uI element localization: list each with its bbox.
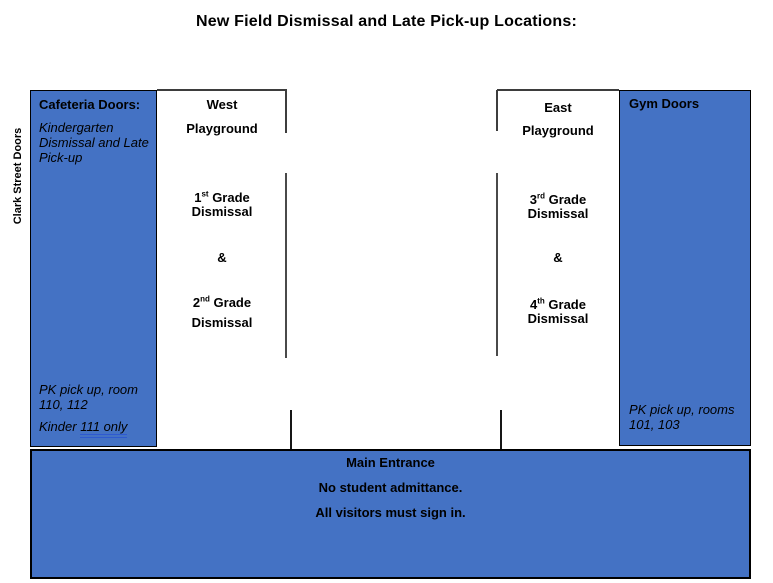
first-grade-label: 1st Grade	[194, 189, 250, 205]
first-grade-dismissal-label: Dismissal	[191, 204, 253, 219]
gym-pk-pickup-note: PK pick up, rooms 101, 103	[629, 402, 745, 432]
pk-pickup-note: PK pick up, room 110, 112	[39, 382, 151, 412]
second-grade-dismissal-label: Dismissal	[191, 315, 253, 330]
west-playground-wall-connector	[290, 410, 292, 449]
cafeteria-doors-heading: Cafeteria Doors:	[39, 97, 141, 112]
west-playground-name-line1: West	[206, 97, 238, 112]
ordinal-suffix: th	[537, 296, 545, 306]
kinder-room-note-prefix: Kinder	[39, 419, 81, 434]
clark-street-doors-label: Clark Street Doors	[12, 127, 24, 225]
west-ampersand: &	[217, 250, 227, 265]
ordinal-suffix: rd	[537, 191, 546, 201]
kinder-room-note: Kinder 111 only	[39, 419, 127, 434]
east-playground-name-line2: Playground	[522, 123, 594, 138]
page-title: New Field Dismissal and Late Pick-up Loc…	[195, 13, 578, 30]
kindergarten-note: Kindergarten Dismissal and Late Pick-up	[39, 120, 151, 165]
east-playground-wall-left-lower	[496, 173, 498, 356]
ordinal-suffix: nd	[200, 294, 210, 304]
fourth-grade-label: 4th Grade	[530, 296, 586, 312]
gym-pk-pickup-note-line: PK pick up, rooms	[629, 402, 735, 417]
west-playground-wall-right-lower	[285, 173, 287, 358]
visitors-sign-in-note: All visitors must sign in.	[315, 505, 466, 520]
kinder-room-note-underlined: 111 only	[80, 419, 128, 434]
gym-doors-heading: Gym Doors	[629, 96, 700, 111]
second-grade-label: 2nd Grade	[192, 294, 252, 310]
kindergarten-note-line: Pick-up	[39, 150, 83, 165]
pk-pickup-note-line: 110, 112	[39, 397, 88, 412]
no-admittance-note: No student admittance.	[318, 480, 463, 495]
ordinal-suffix: st	[201, 189, 209, 199]
third-grade-dismissal-label: Dismissal	[527, 206, 589, 221]
east-ampersand: &	[553, 250, 563, 265]
east-playground-wall-connector	[500, 410, 502, 449]
main-entrance-box: Main Entrance No student admittance. All…	[30, 449, 751, 579]
east-playground-wall-top	[497, 89, 619, 91]
gym-pk-pickup-note-line: 101, 103	[629, 417, 680, 432]
west-playground-wall-top	[157, 89, 287, 91]
west-playground-name-line2: Playground	[186, 121, 258, 136]
main-entrance-title: Main Entrance	[346, 455, 435, 470]
west-playground-wall-right-upper	[285, 89, 287, 133]
kindergarten-note-line: Dismissal and Late	[39, 135, 149, 150]
east-playground-wall-left-upper	[496, 90, 498, 131]
fourth-grade-dismissal-label: Dismissal	[527, 311, 589, 326]
kindergarten-note-line: Kindergarten	[39, 120, 114, 135]
cafeteria-doors-box: Cafeteria Doors: Kindergarten Dismissal …	[30, 90, 157, 447]
gym-doors-box: Gym Doors PK pick up, rooms 101, 103	[619, 90, 751, 446]
east-playground-name-line1: East	[544, 100, 572, 115]
pk-pickup-note-line: PK pick up, room	[39, 382, 138, 397]
third-grade-label: 3rd Grade	[529, 191, 587, 207]
